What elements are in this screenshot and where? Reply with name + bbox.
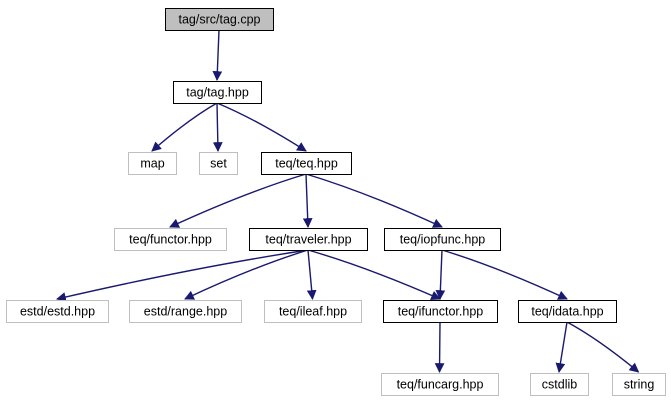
- edge-traveler-hpp-to-ifunctor-hpp: [307, 249, 441, 300]
- node-estd-hpp: estd/estd.hpp: [6, 300, 109, 323]
- edge-traveler-hpp-to-range-hpp: [184, 249, 309, 300]
- node-box-ileaf-hpp: [264, 300, 362, 323]
- node-tag-hpp[interactable]: tag/tag.hpp: [173, 81, 262, 104]
- edge-idata-hpp-to-string: [566, 321, 640, 373]
- edge-teq-hpp-to-functor-hpp: [169, 173, 307, 228]
- node-idata-hpp[interactable]: teq/idata.hpp: [518, 300, 617, 323]
- node-box-cstdlib: [530, 373, 589, 396]
- node-box-range-hpp: [129, 300, 242, 323]
- node-box-tag-hpp: [173, 81, 262, 104]
- edge-tag-hpp-to-teq-hpp: [216, 102, 307, 152]
- node-label-cstdlib: cstdlib: [542, 377, 577, 391]
- node-tag-cpp[interactable]: tag/src/tag.cpp: [165, 8, 274, 31]
- node-box-map: [128, 152, 177, 175]
- node-label-functor-hpp: teq/functor.hpp: [129, 232, 212, 246]
- node-box-iopfunc-hpp: [384, 228, 501, 251]
- edge-ifunctor-hpp-to-funcarg-hpp: [434, 321, 445, 373]
- node-iopfunc-hpp[interactable]: teq/iopfunc.hpp: [384, 228, 501, 251]
- node-ileaf-hpp: teq/ileaf.hpp: [264, 300, 362, 323]
- edges-layer: [56, 29, 640, 373]
- node-label-ileaf-hpp: teq/ileaf.hpp: [279, 304, 347, 318]
- edge-iopfunc-hpp-to-ifunctor-hpp: [435, 249, 446, 300]
- node-traveler-hpp[interactable]: teq/traveler.hpp: [249, 228, 368, 251]
- node-box-ifunctor-hpp: [383, 300, 498, 323]
- node-box-functor-hpp: [114, 228, 227, 251]
- node-teq-hpp[interactable]: teq/teq.hpp: [261, 152, 352, 175]
- node-label-tag-cpp: tag/src/tag.cpp: [179, 12, 261, 26]
- node-box-set: [199, 152, 238, 175]
- node-label-tag-hpp: tag/tag.hpp: [186, 85, 249, 99]
- node-label-iopfunc-hpp: teq/iopfunc.hpp: [400, 232, 486, 246]
- node-label-range-hpp: estd/range.hpp: [144, 304, 227, 318]
- node-label-string: string: [624, 377, 655, 391]
- node-box-string: [612, 373, 666, 396]
- node-box-idata-hpp: [518, 300, 617, 323]
- node-label-funcarg-hpp: teq/funcarg.hpp: [397, 377, 484, 391]
- node-label-map: map: [140, 156, 164, 170]
- node-string: string: [612, 373, 666, 396]
- node-map: map: [128, 152, 177, 175]
- node-label-estd-hpp: estd/estd.hpp: [20, 304, 95, 318]
- edge-tag-hpp-to-map: [151, 102, 218, 152]
- node-label-ifunctor-hpp: teq/ifunctor.hpp: [398, 304, 484, 318]
- nodes-layer: tag/src/tag.cpp tag/tag.hpp map set teq/teq.…: [6, 8, 666, 396]
- node-label-teq-hpp: teq/teq.hpp: [275, 156, 338, 170]
- node-box-tag-cpp: [165, 8, 274, 31]
- node-box-estd-hpp: [6, 300, 109, 323]
- node-box-traveler-hpp: [249, 228, 368, 251]
- node-funcarg-hpp: teq/funcarg.hpp: [381, 373, 499, 396]
- node-label-idata-hpp: teq/idata.hpp: [531, 304, 603, 318]
- edge-idata-hpp-to-cstdlib: [555, 321, 568, 373]
- edge-tag-cpp-to-tag-hpp: [212, 29, 223, 81]
- edge-teq-hpp-to-iopfunc-hpp: [305, 173, 443, 228]
- edge-traveler-hpp-to-ileaf-hpp: [306, 249, 317, 300]
- node-label-traveler-hpp: teq/traveler.hpp: [265, 232, 351, 246]
- node-label-set: set: [210, 156, 227, 170]
- node-box-teq-hpp: [261, 152, 352, 175]
- node-cstdlib: cstdlib: [530, 373, 589, 396]
- node-ifunctor-hpp[interactable]: teq/ifunctor.hpp: [383, 300, 498, 323]
- edge-tag-hpp-to-set: [212, 102, 223, 152]
- node-range-hpp: estd/range.hpp: [129, 300, 242, 323]
- edge-traveler-hpp-to-estd-hpp: [56, 249, 309, 302]
- node-functor-hpp: teq/functor.hpp: [114, 228, 227, 251]
- node-box-funcarg-hpp: [381, 373, 499, 396]
- node-set: set: [199, 152, 238, 175]
- edge-teq-hpp-to-traveler-hpp: [302, 173, 313, 228]
- edge-iopfunc-hpp-to-idata-hpp: [441, 249, 568, 300]
